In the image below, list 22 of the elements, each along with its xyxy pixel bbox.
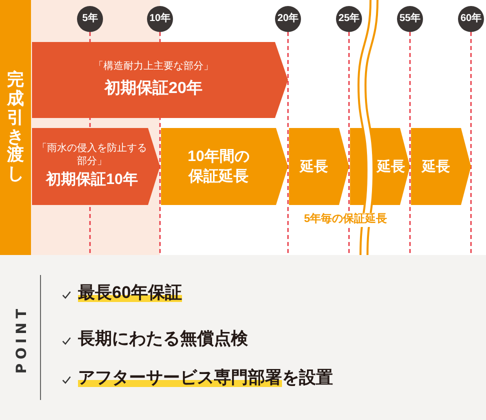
banner-title: 初期保証20年 <box>104 78 202 99</box>
banner-label: 延長 <box>422 158 450 176</box>
banner-title: 初期保証10年 <box>46 171 138 190</box>
banner-label: 延長 <box>377 158 405 176</box>
arrow-banner <box>32 128 160 205</box>
section-heading: POINT <box>13 305 31 374</box>
year-marker: 20年 <box>275 6 301 32</box>
side-bar <box>0 0 31 255</box>
year-marker: 60年 <box>458 6 484 32</box>
banner-subtitle: 「雨水の侵入を防止する部分」 <box>36 143 148 168</box>
point-text: 長期にわたる無償点検 <box>78 328 248 350</box>
arrow-banner <box>289 128 349 205</box>
year-marker: 10年 <box>147 6 173 32</box>
year-marker: 55年 <box>397 6 423 32</box>
banner-label: 10年間の保証延長 <box>186 147 250 186</box>
banner-subtitle: 「構造耐力上主要な部分」 <box>94 61 214 74</box>
arrow-banner <box>32 42 288 118</box>
year-marker: 25年 <box>336 6 362 32</box>
vertical-label: 完成引き渡し <box>7 71 24 184</box>
arrow-banner <box>411 128 471 205</box>
note-text: 5年毎の保証延長 <box>302 213 390 227</box>
banner-label: 延長 <box>300 158 328 176</box>
